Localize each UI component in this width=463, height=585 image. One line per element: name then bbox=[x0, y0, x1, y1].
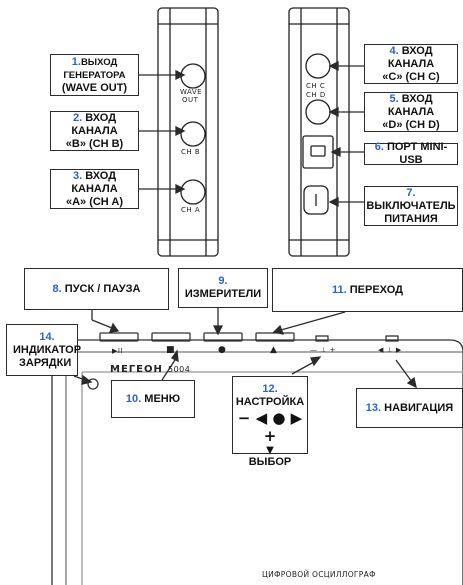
device-caption: ЦИФРОВОЙ ОСЦИЛЛОГРАФ bbox=[262, 570, 376, 579]
callout-charge-indicator: 14. ИНДИКАТОР ЗАРЯДКИ bbox=[6, 324, 81, 376]
power-switch bbox=[303, 185, 329, 215]
callout-arrows bbox=[138, 60, 365, 208]
ch-a-label: CH A bbox=[181, 206, 201, 214]
ch-b-label: CH B bbox=[181, 148, 201, 156]
model-number: 5004 bbox=[168, 365, 191, 374]
ch-d-label: CH D bbox=[306, 91, 326, 99]
out-label: OUT bbox=[182, 96, 199, 104]
wave-label: WAVE bbox=[180, 88, 203, 96]
rocker-right-symbol: ◀ ⊥ ▶ bbox=[378, 346, 402, 354]
callout-mini-usb: 6. ПОРТ MINI-USB bbox=[364, 141, 458, 166]
callout-ch-b: 2. ВХОД КАНАЛА «B» (CH B) bbox=[50, 111, 139, 151]
callout-setup-select: 12. НАСТРОЙКА − ◀ ● ▶ + ▼ ВЫБОР bbox=[232, 376, 308, 468]
callout-meters: 9. ИЗМЕРИТЕЛИ bbox=[178, 268, 268, 308]
callout-menu: 10. МЕНЮ bbox=[111, 380, 195, 418]
callout-ch-d: 5. ВХОД КАНАЛА «D» (CH D) bbox=[364, 92, 458, 132]
measure-symbol: ● bbox=[218, 345, 227, 355]
brand-logo: МЕГЕОН bbox=[110, 364, 163, 375]
front-callout-arrows bbox=[73, 308, 417, 389]
ch-a-jack bbox=[180, 179, 206, 205]
ch-c-label: CH C bbox=[306, 82, 326, 90]
callout-jump: 11. ПЕРЕХОД bbox=[272, 268, 463, 312]
callout-navigation: 13. НАВИГАЦИЯ bbox=[356, 388, 463, 428]
right-side-view bbox=[288, 7, 350, 257]
ch-b-jack bbox=[180, 121, 206, 147]
rocker-left-symbol: — ⊥ + bbox=[310, 346, 336, 354]
callout-start-pause: 8. ПУСК / ПАУЗА bbox=[24, 268, 169, 310]
callout-wave-out: 1.ВЫХОД ГЕНЕРАТОРА (WAVE OUT) bbox=[50, 54, 139, 96]
callout-ch-c: 4. ВХОД КАНАЛА «C» (CH C) bbox=[364, 44, 458, 84]
charge-indicator-led bbox=[87, 378, 99, 390]
callout-ch-a: 3. ВХОД КАНАЛА «A» (CH A) bbox=[50, 169, 139, 209]
left-side-view bbox=[157, 7, 219, 257]
jump-symbol: ▲ bbox=[270, 345, 278, 355]
play-pause-symbol: ▶II bbox=[112, 347, 124, 355]
menu-symbol: ■ bbox=[166, 345, 176, 355]
callout-power-switch: 7. ВЫКЛЮЧАТЕЛЬ ПИТАНИЯ bbox=[364, 186, 458, 226]
